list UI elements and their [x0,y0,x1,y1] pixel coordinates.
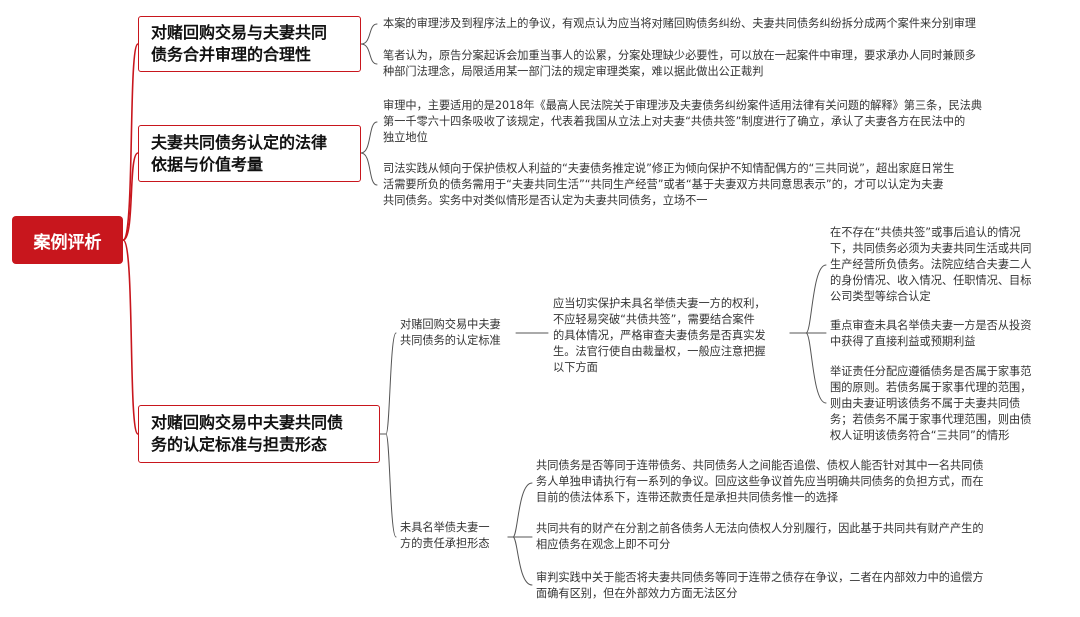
text-line: 面确有区别，但在外部效力方面无法区分 [536,587,738,600]
topic-title-line: 债务合并审理的合理性 [151,45,312,64]
text-line: 本案的审理涉及到程序法上的争议，有观点认为应当将对赌回购债务纠纷、夫妻共同债务纠… [383,17,976,30]
topic-title-line: 对赌回购交易中夫妻共同债 [151,413,344,432]
topic-title-line: 对赌回购交易与夫妻共同 [151,23,328,42]
connector-topic2-p2 [360,152,378,186]
liability-point-3: 审判实践中关于能否将夫妻共同债务等同于连带之债存在争议，二者在内部效力中的追偿方… [536,570,984,602]
text-line: 独立地位 [383,131,428,144]
connector-intro-point1 [789,264,827,334]
text-line: 以下方面 [553,361,598,374]
text-line: 共同债务。实务中对类似情形是否认定为夫妻共同债务，立场不一 [383,194,708,207]
topic-title-line: 夫妻共同债务认定的法律 [151,132,328,152]
topic-legal-basis-value[interactable]: 夫妻共同债务认定的法律 依据与价值考量 [138,125,361,182]
connector-sub2-point3 [507,536,533,586]
subtopic-standards-intro: 应当切实保护未具名举债夫妻一方的权利， 不应轻易突破“共债共签”，需要结合案件 … [553,296,766,376]
liability-point-2: 共同共有的财产在分割之前各债务人无法向债权人分别履行，因此基于共同共有财产产生的… [536,521,984,553]
text-line: 生。法官行使自由裁量权，一般应注意把握 [553,345,766,358]
topic1-paragraph-1: 本案的审理涉及到程序法上的争议，有观点认为应当将对赌回购债务纠纷、夫妻共同债务纠… [383,16,976,32]
text-line: 活需要所负的债务需用于“夫妻共同生活”“共同生产经营”或者“基于夫妻双方共同意思… [383,178,944,191]
text-line: 务人单独申请执行有一系列的争议。回应这些争议首先应当明确共同债务的负担方式，而在 [536,475,984,488]
text-line: 的身份情况、收入情况、任职情况、目标 [830,274,1032,287]
connector-topic1-p1 [360,23,378,45]
text-line: 共同共有的财产在分割之前各债务人无法向债权人分别履行，因此基于共同共有财产产生的 [536,522,984,535]
subtopic-standards-label[interactable]: 对赌回购交易中夫妻 共同债务的认定标准 [400,317,501,349]
connector-topic3-sub2 [379,433,397,538]
text-line: 审判实践中关于能否将夫妻共同债务等同于连带之债存在争议，二者在内部效力中的追偿方 [536,571,984,584]
text-line: 共同债务的认定标准 [400,334,501,347]
text-line: 未具名举债夫妻一 [400,521,490,534]
connector-intro-point3 [789,332,827,404]
text-line: 举证责任分配应遵循债务是否属于家事范 [830,365,1032,378]
text-line: 生产经营所负债务。法院应结合夫妻二人 [830,258,1032,271]
text-line: 权人证明该债务符合“三共同”的情形 [830,429,1010,442]
topic-standards-and-liability[interactable]: 对赌回购交易中夫妻共同债 务的认定标准与担责形态 [138,405,380,463]
connector-sub2-point1 [507,482,533,538]
subtopic-liability-label[interactable]: 未具名举债夫妻一 方的责任承担形态 [400,520,490,552]
standards-point-1: 在不存在“共债共签”或事后追认的情况 下，共同债务必须为夫妻共同生活或共同 生产… [830,225,1031,305]
connector-root-topic3 [122,239,139,435]
text-line: 第一千零六十四条吸收了该规定，代表着我国从立法上对夫妻“共债共签”制度进行了确立… [383,115,966,128]
topic2-paragraph-2: 司法实践从倾向于保护债权人利益的“夫妻债务推定说”修正为倾向保护不知情配偶方的“… [383,161,954,209]
text-line: 共同债务是否等同于连带债务、共同债务人之间能否追偿、债权人能否针对其中一名共同债 [536,459,984,472]
text-line: 下，共同债务必须为夫妻共同生活或共同 [830,242,1032,255]
text-line: 公司类型等综合认定 [830,290,931,303]
text-line: 的具体情况，严格审查夫妻债务是否真实发 [553,329,766,342]
text-line: 则由夫妻证明该债务不属于夫妻共同债 [830,397,1021,410]
text-line: 相应债务在观念上即不可分 [536,538,671,551]
text-line: 目前的债法体系下，连带还款责任是承担共同债务惟一的选择 [536,491,839,504]
connector-root-topic1 [122,43,139,241]
text-line: 在不存在“共债共签”或事后追认的情况 [830,226,1021,239]
text-line: 审理中，主要适用的是2018年《最高人民法院关于审理涉及夫妻债务纠纷案件适用法律… [383,99,983,112]
text-line: 应当切实保护未具名举债夫妻一方的权利， [553,297,766,310]
text-line: 不应轻易突破“共债共签”，需要结合案件 [553,313,755,326]
text-line: 司法实践从倾向于保护债权人利益的“夫妻债务推定说”修正为倾向保护不知情配偶方的“… [383,162,955,175]
liability-point-1: 共同债务是否等同于连带债务、共同债务人之间能否追偿、债权人能否针对其中一名共同债… [536,458,984,506]
text-line: 种部门法理念，局限适用某一部门法的规定审理类案，难以据此做出公正裁判 [383,65,764,78]
root-label: 案例评析 [33,232,102,253]
root-node[interactable]: 案例评析 [12,216,123,264]
connector-topic3-sub1 [379,332,397,435]
topic2-paragraph-1: 审理中，主要适用的是2018年《最高人民法院关于审理涉及夫妻债务纠纷案件适用法律… [383,98,982,146]
topic1-paragraph-2: 笔者认为，原告分案起诉会加重当事人的讼累，分案处理缺少必要性，可以放在一起案件中… [383,48,976,80]
topic-title-line: 务的认定标准与担责形态 [151,435,328,454]
connector-root-topic2 [122,152,139,241]
text-line: 对赌回购交易中夫妻 [400,318,501,331]
text-line: 笔者认为，原告分案起诉会加重当事人的讼累，分案处理缺少必要性，可以放在一起案件中… [383,49,976,62]
standards-point-2: 重点审查未具名举债夫妻一方是否从投资 中获得了直接利益或预期利益 [830,318,1031,350]
topic-title-line: 依据与价值考量 [151,154,264,174]
text-line: 围的原则。若债务属于家事代理的范围， [830,381,1032,394]
connector-topic1-p2 [360,43,378,65]
standards-point-3: 举证责任分配应遵循债务是否属于家事范 围的原则。若债务属于家事代理的范围， 则由… [830,364,1031,444]
text-line: 方的责任承担形态 [400,537,490,550]
text-line: 中获得了直接利益或预期利益 [830,335,976,348]
text-line: 重点审查未具名举债夫妻一方是否从投资 [830,319,1032,332]
text-line: 务；若债务不属于家事代理范围，则由债 [830,413,1032,426]
topic-merged-trial-rationality[interactable]: 对赌回购交易与夫妻共同 债务合并审理的合理性 [138,16,361,72]
connector-topic2-p1 [360,121,378,154]
